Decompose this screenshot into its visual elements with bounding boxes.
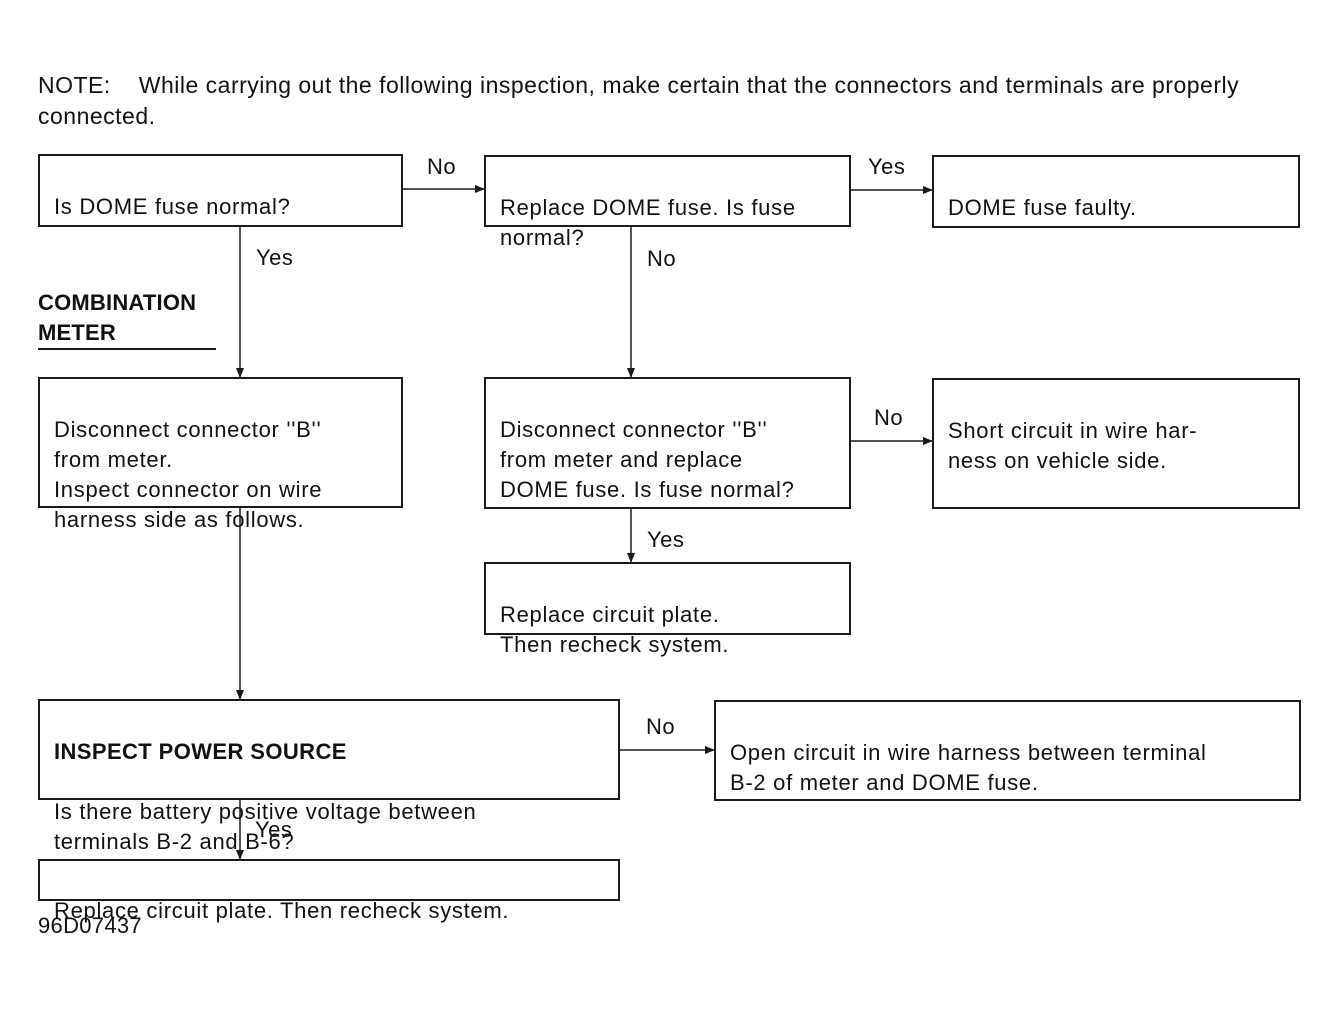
inspect-power-source-heading: INSPECT POWER SOURCE: [54, 739, 347, 764]
yes-label-disconnect-replace: Yes: [647, 527, 685, 552]
no-label-power-source: No: [646, 714, 676, 739]
replace-circuit-plate-text-2: Replace circuit plate. Then recheck syst…: [54, 898, 510, 923]
dome-fuse-normal-text: Is DOME fuse normal?: [54, 194, 291, 219]
replace-dome-fuse-box: Replace DOME fuse. Is fuse normal?: [484, 155, 851, 250]
replace-dome-fuse-text: Replace DOME fuse. Is fuse normal?: [500, 195, 796, 250]
inspect-power-source-box: INSPECT POWER SOURCE Is there battery po…: [38, 699, 620, 854]
inspect-power-source-text: Is there battery positive voltage betwee…: [54, 799, 477, 854]
no-label-dome-fuse: No: [427, 154, 457, 179]
no-label-disconnect-replace: No: [874, 405, 904, 430]
figure-reference-code: 96D07437: [38, 913, 142, 938]
inspection-note: NOTE:While carrying out the following in…: [38, 70, 1308, 132]
replace-circuit-plate-box-2: Replace circuit plate. Then recheck syst…: [38, 859, 620, 923]
yes-label-power-source: Yes: [255, 817, 293, 842]
note-label: NOTE:: [38, 72, 111, 98]
short-circuit-text: Short circuit in wire har- ness on vehic…: [948, 418, 1198, 473]
dome-fuse-faulty-box: DOME fuse faulty.: [932, 155, 1300, 228]
disconnect-connector-inspect-text: Disconnect connector ''B'' from meter. I…: [54, 417, 323, 532]
no-label-replace-fuse-down: No: [647, 246, 677, 271]
disconnect-connector-replace-text: Disconnect connector ''B'' from meter an…: [500, 417, 795, 502]
open-circuit-box: Open circuit in wire harness between ter…: [714, 700, 1301, 801]
disconnect-connector-inspect-box: Disconnect connector ''B'' from meter. I…: [38, 377, 403, 532]
yes-label-replace-fuse: Yes: [868, 154, 906, 179]
replace-circuit-plate-text-1: Replace circuit plate. Then recheck syst…: [500, 602, 730, 657]
replace-circuit-plate-box-1: Replace circuit plate. Then recheck syst…: [484, 562, 851, 657]
combination-meter-heading: COMBINATION METER: [38, 288, 216, 350]
disconnect-connector-replace-box: Disconnect connector ''B'' from meter an…: [484, 377, 851, 509]
dome-fuse-normal-box: Is DOME fuse normal?: [38, 154, 403, 227]
open-circuit-text: Open circuit in wire harness between ter…: [730, 740, 1207, 795]
short-circuit-box: Short circuit in wire har- ness on vehic…: [932, 378, 1300, 509]
dome-fuse-faulty-text: DOME fuse faulty.: [948, 195, 1137, 220]
note-text: While carrying out the following inspect…: [38, 72, 1240, 129]
yes-label-dome-fuse-down: Yes: [256, 245, 294, 270]
